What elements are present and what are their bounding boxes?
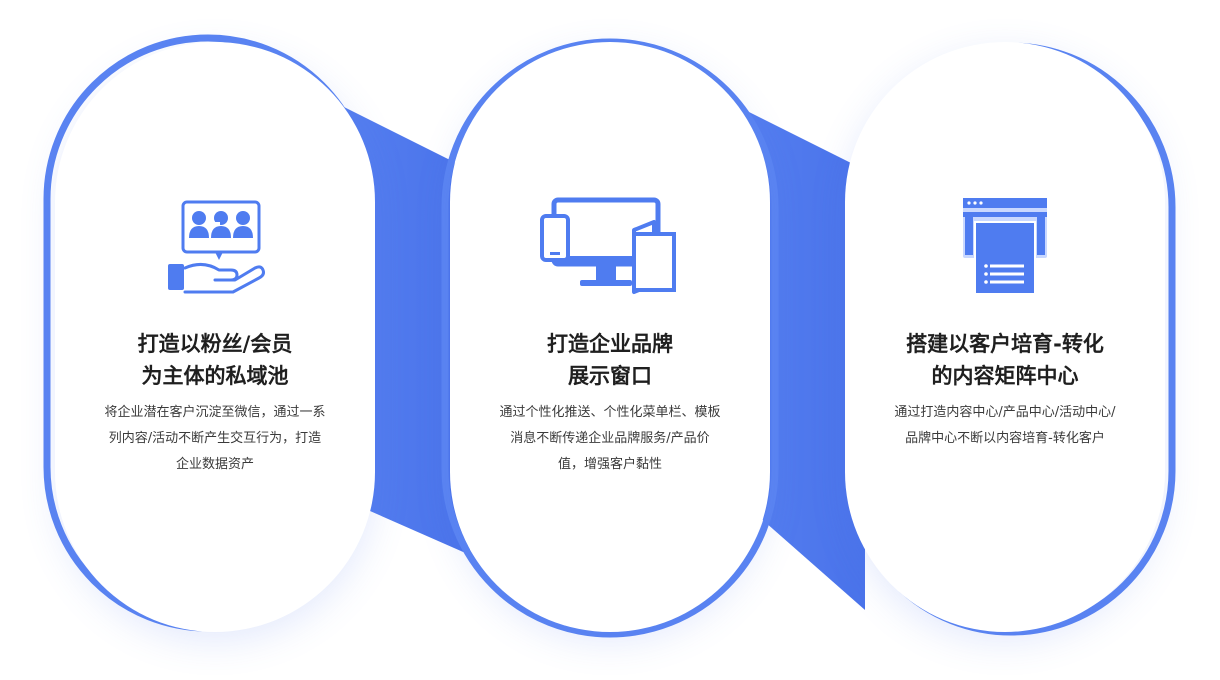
- card-title-line-1: 打造以粉丝/会员: [137, 332, 293, 356]
- card-description: 将企业潜在客户沉淀至微信，通过一系列内容/活动不断产生交互行为，打造企业数据资产: [104, 405, 326, 472]
- card-title: 打造以粉丝/会员 为主体的私域池: [75, 328, 355, 392]
- card-title: 搭建以客户培育-转化 的内容矩阵中心: [865, 328, 1145, 392]
- card-title-line-1: 打造企业品牌: [547, 332, 673, 356]
- feature-card-private-pool: 打造以粉丝/会员 为主体的私域池 将企业潜在客户沉淀至微信，通过一系列内容/活动…: [55, 42, 375, 632]
- card-title-line-2: 为主体的私域池: [141, 364, 289, 388]
- card-description: 通过个性化推送、个性化菜单栏、模板消息不断传递企业品牌服务/产品价值，增强客户黏…: [499, 405, 721, 472]
- community-hand-icon: [168, 200, 265, 294]
- card-description: 通过打造内容中心/产品中心/活动中心/品牌中心不断以内容培育-转化客户: [894, 405, 1116, 446]
- content-window-icon: [963, 198, 1047, 295]
- card-title: 打造企业品牌 展示窗口: [470, 328, 750, 392]
- card-title-line-2: 的内容矩阵中心: [931, 364, 1079, 388]
- card-title-line-1: 搭建以客户培育-转化: [906, 332, 1104, 356]
- card-title-line-2: 展示窗口: [568, 364, 652, 388]
- feature-card-content-matrix: 搭建以客户培育-转化 的内容矩阵中心 通过打造内容中心/产品中心/活动中心/品牌…: [845, 42, 1165, 632]
- feature-card-brand-window: 打造企业品牌 展示窗口 通过个性化推送、个性化菜单栏、模板消息不断传递企业品牌服…: [450, 42, 770, 632]
- multi-device-icon: [540, 197, 676, 294]
